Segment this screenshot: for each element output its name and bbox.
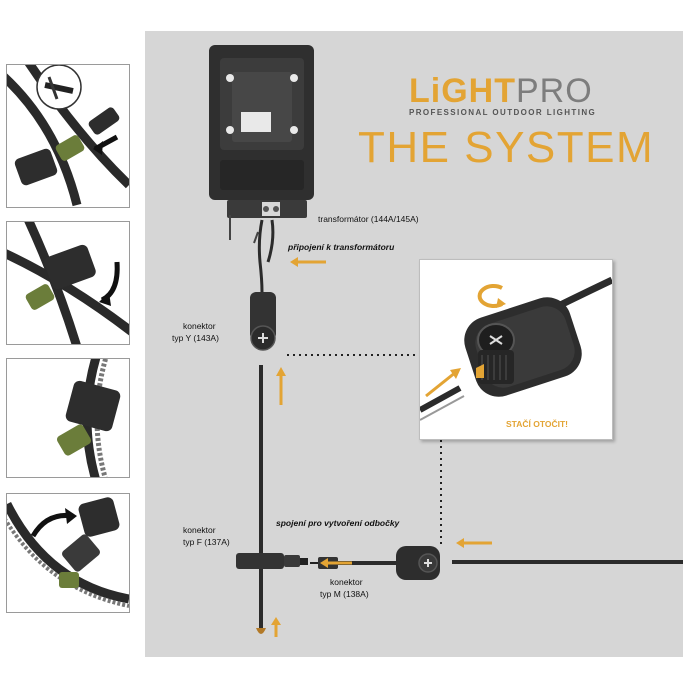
connector-f: [236, 553, 308, 569]
brand-light: LiGHT: [409, 72, 516, 110]
page-title: THE SYSTEM: [358, 123, 655, 172]
rotate-detail-inset: STAČÍ OTOČIT!: [419, 259, 613, 440]
step-3-illustration: [56, 359, 121, 477]
cross-icon: [489, 335, 503, 345]
brand-pro: PRO: [515, 72, 593, 110]
plus-icon: [258, 333, 268, 343]
step-2-illustration: [7, 222, 129, 344]
up-arrow-icon: [276, 367, 286, 405]
left-arrow-icon: [320, 558, 352, 568]
step-panel-2: [6, 221, 130, 345]
step-4-illustration: [7, 497, 129, 608]
left-arrow-icon: [456, 538, 492, 548]
label-connector-f-2: typ F (137A): [183, 537, 230, 547]
label-connector-y-2: typ Y (143A): [172, 333, 219, 343]
step-panel-1: [6, 64, 130, 208]
label-transformer: transformátor (144A/145A): [318, 214, 419, 224]
connector-y: [250, 292, 276, 351]
inset-caption: STAČÍ OTOČIT!: [506, 419, 569, 429]
step-panel-3: [6, 358, 130, 478]
rotate-arrow-icon: [477, 284, 506, 308]
step-1-illustration: [7, 65, 129, 207]
label-connector-m-2: typ M (138A): [320, 589, 369, 599]
brand-logo: LiGHTPRO: [409, 72, 593, 111]
up-arrow-icon: [271, 617, 281, 637]
label-connector-m-1: konektor: [330, 577, 363, 587]
left-arrow-icon: [290, 257, 326, 267]
brand-tagline: PROFESSIONAL OUTDOOR LIGHTING: [409, 108, 597, 117]
transformer: [209, 45, 314, 218]
label-connector-f-1: konektor: [183, 525, 216, 535]
rotate-detail-illustration: [420, 276, 612, 421]
step-panel-4: [6, 493, 130, 613]
label-transformer-connection: připojení k transformátoru: [288, 242, 395, 252]
label-connector-y-1: konektor: [183, 321, 216, 331]
label-branch-connection: spojení pro vytvoření odbočky: [276, 518, 400, 528]
